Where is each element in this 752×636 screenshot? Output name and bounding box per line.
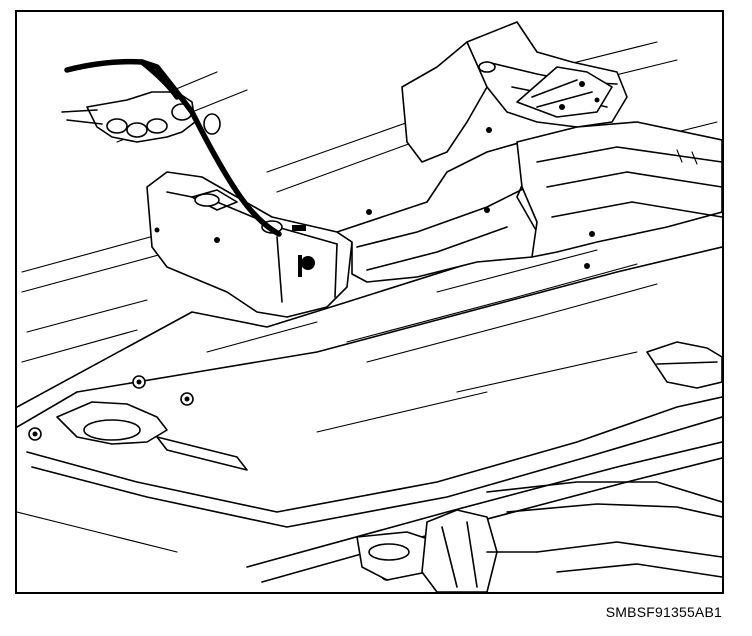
rear-frame-section [401,21,628,163]
diagram-frame [15,10,724,594]
hand-illustration [61,91,221,143]
underbody-line-drawing [17,21,722,592]
figure-code: SMBSF91355AB1 [605,604,722,620]
lower-tunnel [356,481,722,592]
floor-pan-recess [56,401,248,471]
right-frame-rail [516,121,722,269]
bolt-1 [132,375,146,389]
bolt-3 [28,427,42,441]
right-mount [646,341,722,389]
front-crossmember-bracket [146,171,353,318]
wiring-harness [64,58,282,237]
bolt-2 [180,392,194,406]
